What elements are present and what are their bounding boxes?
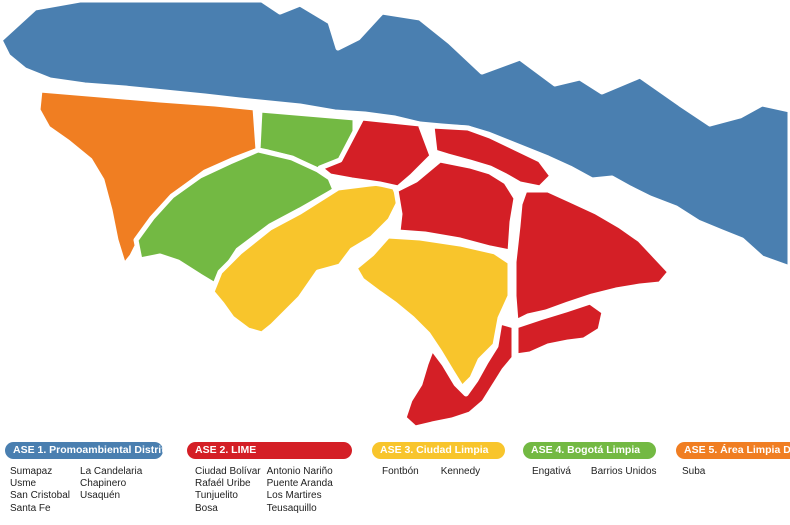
legend-title-ase5: ASE 5. Área Limpia D.C. (676, 442, 790, 459)
legend-item: Ciudad Bolívar (195, 466, 261, 477)
legend-item: Usaquén (80, 490, 121, 502)
legend-list-ase4: Engativá Barrios Unidos (532, 466, 657, 478)
legend-item: Antonio Nariño (266, 466, 333, 477)
legend-column: Barrios Unidos (591, 466, 657, 478)
legend-title-ase2: ASE 2. LIME (187, 442, 352, 459)
map-region-ase3 (209, 179, 403, 337)
legend-item: Chapinero (80, 478, 127, 490)
legend-column: Kennedy (441, 466, 480, 478)
legend-column: Antonio Nariño Puente Aranda Los Martire… (267, 466, 333, 515)
legend: ASE 1. Promoambiental Distrito Sumapaz U… (0, 442, 790, 525)
legend-item: Fontbón (382, 466, 419, 477)
legend-item: Tunjuelito (195, 490, 238, 502)
legend-item: Teusaquillo (266, 502, 317, 514)
map-region-ase2-b (429, 123, 555, 191)
map-region-ase2 (317, 115, 435, 191)
legend-list-ase3: Fontbón Kennedy (382, 466, 480, 478)
legend-item: Usme (10, 478, 37, 490)
map-region-ase2-e (513, 299, 607, 359)
legend-item: Bosa (195, 502, 218, 514)
legend-title-ase1: ASE 1. Promoambiental Distrito (5, 442, 163, 459)
legend-list-ase2: Ciudad Bolívar Rafaél Uribe Tunjuelito B… (195, 466, 333, 515)
legend-item: Engativá (532, 466, 571, 477)
map-region-ase2-d (511, 187, 673, 325)
legend-item: San Cristobal (10, 490, 71, 502)
legend-column: Fontbón (382, 466, 419, 478)
districts-map (0, 0, 790, 431)
legend-item: Santa Fe (10, 502, 51, 514)
map-region-ase1 (0, 0, 790, 268)
legend-column: Sumapaz Usme San Cristobal Santa Fe (10, 466, 70, 515)
legend-list-ase5: Suba (682, 466, 705, 478)
legend-column: Ciudad Bolívar Rafaél Uribe Tunjuelito B… (195, 466, 261, 515)
legend-item: Puente Aranda (266, 478, 333, 490)
legend-item: Suba (682, 466, 706, 477)
legend-item: Sumapaz (10, 466, 53, 477)
map-region-ase2-f (401, 319, 517, 431)
legend-column: Engativá (532, 466, 571, 478)
legend-column: La Candelaria Chapinero Usaquén (80, 466, 142, 515)
legend-item: Kennedy (440, 466, 481, 477)
legend-item: La Candelaria (80, 466, 143, 477)
legend-item: Los Martires (266, 490, 322, 502)
map-region-ase2-c (393, 157, 519, 255)
legend-column: Suba (682, 466, 705, 478)
legend-item: Rafaél Uribe (195, 478, 251, 490)
legend-title-ase4: ASE 4. Bogotá Limpia (523, 442, 656, 459)
legend-item: Barrios Unidos (590, 466, 657, 477)
legend-list-ase1: Sumapaz Usme San Cristobal Santa Fe La C… (10, 466, 142, 515)
legend-title-ase3: ASE 3. Ciudad Limpia (372, 442, 505, 459)
